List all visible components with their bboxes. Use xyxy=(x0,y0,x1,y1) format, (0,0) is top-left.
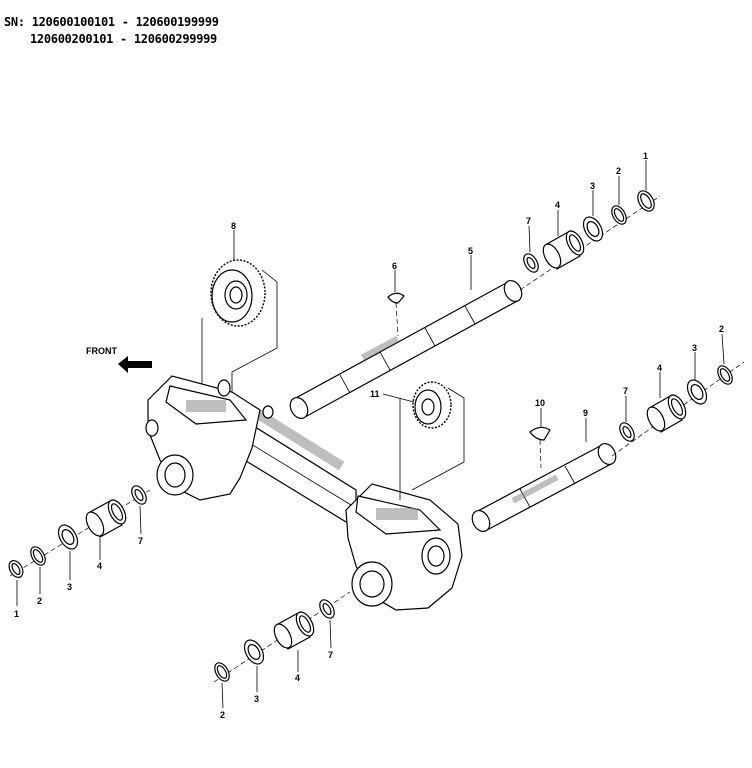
washer-7 xyxy=(523,253,539,273)
callout-1: 1 xyxy=(643,151,648,161)
front-direction-indicator: FRONT xyxy=(86,346,152,373)
callout-11: 11 xyxy=(370,389,380,399)
callout-10: 10 xyxy=(535,398,545,408)
lower-left-part-stack xyxy=(8,485,151,578)
retaining-ring-2 xyxy=(30,546,46,566)
callout-7: 7 xyxy=(328,650,333,660)
callout-7: 7 xyxy=(138,536,143,546)
callout-2: 2 xyxy=(37,596,42,606)
callout-6: 6 xyxy=(392,261,397,271)
gear-8 xyxy=(201,259,278,400)
callout-labels: 1 2 3 4 7 5 6 8 11 10 9 7 4 3 2 1 2 3 4 … xyxy=(14,151,724,720)
callout-3: 3 xyxy=(254,694,259,704)
callout-2: 2 xyxy=(616,166,621,176)
bushing-4 xyxy=(85,499,127,538)
callout-leader-lines xyxy=(16,160,725,709)
bushing-4 xyxy=(542,230,585,270)
callout-3: 3 xyxy=(67,582,72,592)
washer-7 xyxy=(131,485,147,505)
callout-4: 4 xyxy=(97,561,102,571)
snap-ring-1 xyxy=(8,560,24,578)
callout-4: 4 xyxy=(555,200,560,210)
retaining-ring-2 xyxy=(717,365,733,385)
snap-ring-1 xyxy=(637,190,655,212)
key-6 xyxy=(387,292,405,337)
callout-2: 2 xyxy=(220,710,225,720)
bushing-4 xyxy=(646,394,687,433)
retaining-ring-2 xyxy=(611,205,627,225)
callout-9: 9 xyxy=(583,408,588,418)
shaft-9 xyxy=(471,442,617,533)
bottom-part-stack xyxy=(213,591,351,683)
upper-right-part-stack xyxy=(519,190,661,291)
front-arrow-icon xyxy=(118,356,152,373)
serial-range-line-1: SN: 120600100101 - 120600199999 xyxy=(4,15,219,29)
callout-3: 3 xyxy=(692,343,697,353)
retaining-ring-2 xyxy=(214,662,230,682)
washer-3 xyxy=(243,639,265,665)
axle-housing xyxy=(145,375,463,611)
callout-4: 4 xyxy=(657,363,662,373)
washer-3 xyxy=(582,216,604,242)
bushing-4 xyxy=(273,611,315,650)
callout-2: 2 xyxy=(719,324,724,334)
serial-range-line-2: 120600200101 - 120600299999 xyxy=(30,32,217,46)
shaft-5 xyxy=(289,279,523,420)
callout-5: 5 xyxy=(468,246,473,256)
callout-7: 7 xyxy=(623,386,628,396)
callout-8: 8 xyxy=(231,221,236,231)
key-10 xyxy=(529,426,551,469)
callout-7: 7 xyxy=(526,216,531,226)
washer-7 xyxy=(319,599,335,619)
lower-right-part-stack xyxy=(611,361,745,457)
callout-3: 3 xyxy=(590,181,595,191)
callout-1: 1 xyxy=(14,609,19,619)
washer-3 xyxy=(57,524,79,550)
callout-4: 4 xyxy=(295,673,300,683)
gear-11 xyxy=(399,381,465,500)
washer-3 xyxy=(686,379,708,405)
front-label: FRONT xyxy=(86,346,117,356)
